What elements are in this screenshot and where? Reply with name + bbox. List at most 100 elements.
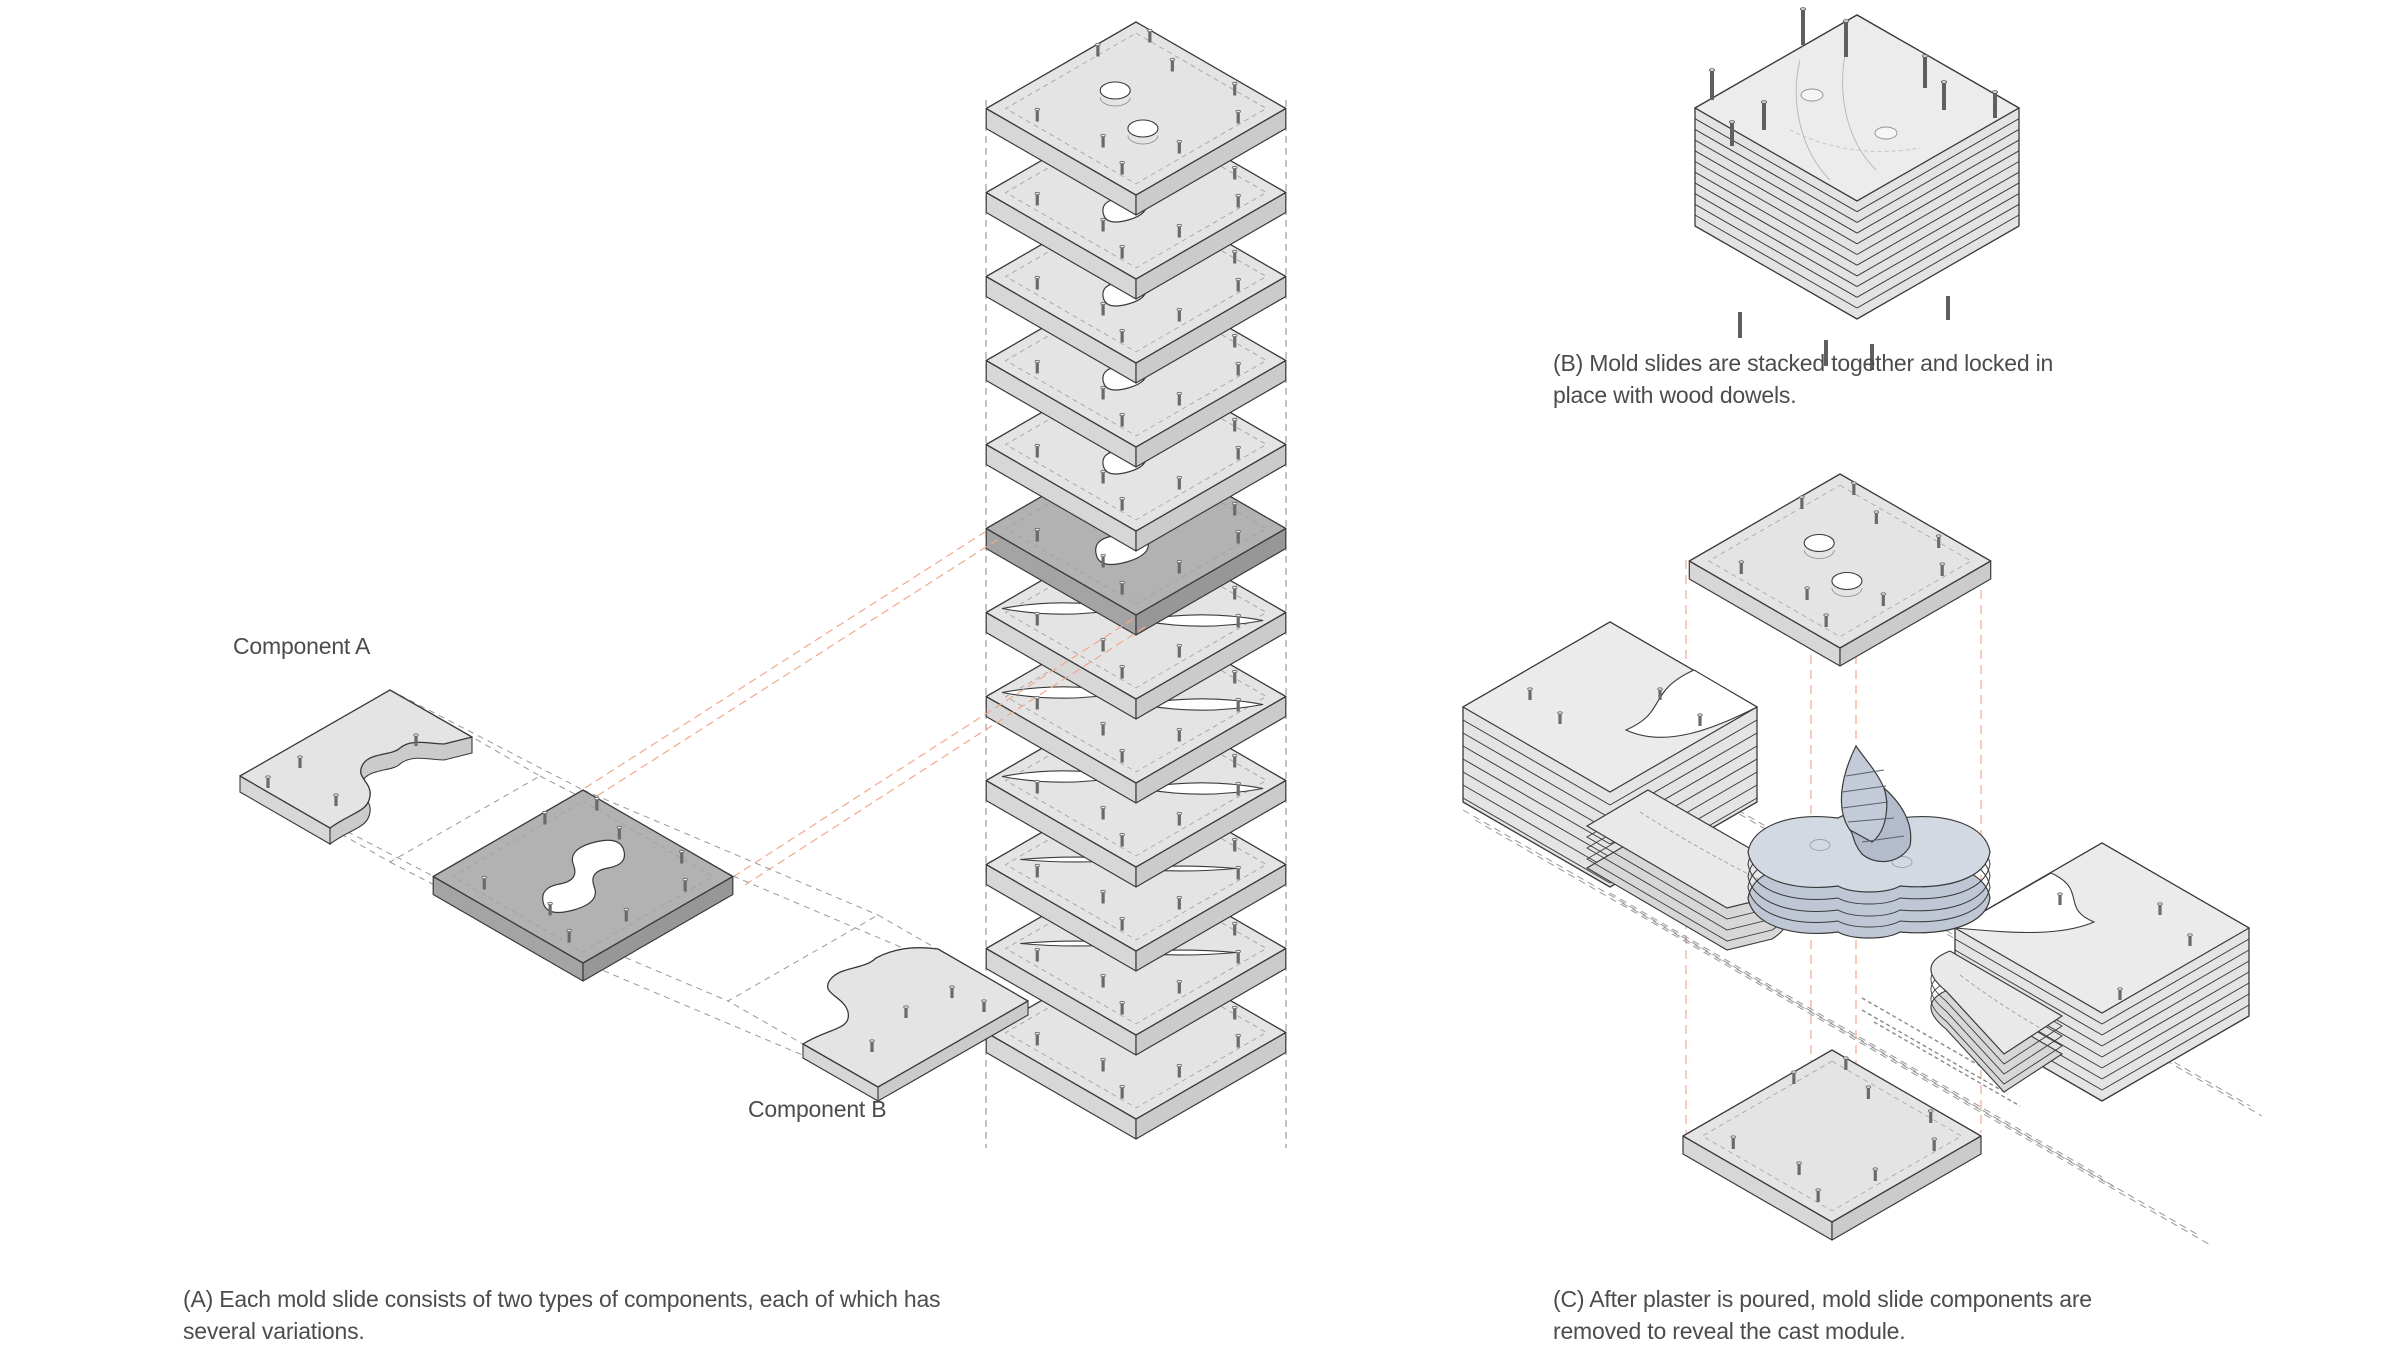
layer-line bbox=[1856, 150, 2020, 245]
layer-line bbox=[2101, 960, 2250, 1047]
cast-fin-layer-line bbox=[1841, 801, 1889, 809]
dowel-peg-top bbox=[1232, 585, 1238, 590]
dowel-peg-top bbox=[297, 755, 303, 759]
dowel-peg-top bbox=[1232, 669, 1238, 674]
pour-hole bbox=[1099, 81, 1131, 100]
layer-line bbox=[1856, 203, 2020, 298]
dowel-peg-top bbox=[1119, 832, 1125, 837]
layer-line bbox=[2101, 982, 2250, 1069]
dowel-peg-top bbox=[542, 810, 548, 815]
dowel-peg-top bbox=[1657, 687, 1663, 691]
component-b bbox=[802, 947, 1029, 1102]
figure-a-caption: (A) Each mold slide consists of two type… bbox=[183, 1286, 941, 1344]
dowel-peg-top bbox=[1235, 361, 1241, 366]
dowel-peg-top bbox=[1176, 307, 1183, 312]
dowel-peg-top bbox=[1232, 501, 1238, 506]
dowel-peg-top bbox=[1034, 275, 1040, 280]
dowel-peg-top bbox=[1873, 510, 1880, 514]
projection-line bbox=[389, 689, 584, 791]
dowel-peg-top bbox=[1034, 527, 1040, 532]
layer-line bbox=[2101, 938, 2250, 1025]
hidden-edge-outline bbox=[1004, 872, 1268, 1025]
layer-line bbox=[1954, 938, 2103, 1025]
hidden-edge-outline bbox=[1004, 788, 1268, 941]
cast-fin-layer-line bbox=[1841, 785, 1887, 793]
dowel-peg-top bbox=[1176, 895, 1183, 900]
dowel-peg-top bbox=[547, 901, 553, 906]
component-b-label: Component B bbox=[748, 1096, 887, 1122]
layer-line bbox=[1694, 128, 1858, 223]
dowel-peg-top bbox=[566, 928, 572, 933]
layer-line bbox=[1462, 758, 1611, 845]
wood-dowel-top bbox=[1842, 19, 1850, 23]
layer-line bbox=[1856, 182, 2020, 277]
cast-fin-layer-line bbox=[1861, 835, 1905, 843]
dowel-peg-top bbox=[1235, 109, 1241, 114]
figure-c-caption: (C) After plaster is poured, mold slide … bbox=[1553, 1286, 2092, 1344]
dowel-peg-top bbox=[1235, 1033, 1241, 1038]
dowel-peg-top bbox=[1176, 223, 1183, 228]
dowel-peg-top bbox=[1815, 1188, 1821, 1192]
dowel-peg-top bbox=[1235, 949, 1241, 954]
mold-half-left bbox=[1461, 621, 1788, 951]
layer-line bbox=[1694, 118, 1858, 213]
dowel-peg-top bbox=[1232, 921, 1238, 926]
layer-line bbox=[1462, 745, 1611, 832]
figure-b bbox=[1693, 7, 2021, 370]
dowel-peg-top bbox=[1119, 496, 1125, 501]
projection-line bbox=[582, 789, 879, 916]
dowel-peg-top bbox=[1232, 837, 1238, 842]
dowel-peg-top bbox=[1176, 811, 1183, 816]
component-a-label: Component A bbox=[233, 633, 371, 659]
dowel-peg-top bbox=[1100, 469, 1106, 474]
cast-fin-front bbox=[1840, 744, 1888, 843]
dowel-peg-top bbox=[1799, 495, 1805, 499]
layer-line bbox=[1856, 161, 2020, 255]
dowel-peg-top bbox=[1851, 481, 1857, 485]
wood-dowel-top bbox=[1799, 7, 1807, 11]
dowel-peg-top bbox=[1176, 979, 1183, 984]
wood-dowel-top bbox=[1708, 68, 1716, 72]
dowel-peg-top bbox=[1100, 553, 1106, 558]
dowel-peg-top bbox=[1176, 391, 1183, 396]
cast-module bbox=[1747, 744, 1991, 939]
dowel-peg-top bbox=[1100, 889, 1106, 894]
dowel-peg-top bbox=[481, 875, 487, 880]
dowel-peg-top bbox=[1232, 249, 1238, 254]
plate-top-face bbox=[1688, 473, 1992, 649]
dowel-peg-top bbox=[2057, 892, 2063, 896]
dowel-peg-top bbox=[1232, 417, 1238, 422]
dowel-peg-top bbox=[1796, 1161, 1802, 1165]
component-a-top-face bbox=[239, 689, 473, 829]
dowel-peg-top bbox=[1034, 1031, 1040, 1036]
dowel-peg-top bbox=[1119, 1084, 1125, 1089]
pull-direction-line bbox=[1462, 809, 2201, 1237]
dowel-peg-top bbox=[1176, 559, 1183, 564]
figure-b-caption: (B) Mold slides are stacked together and… bbox=[1553, 350, 2054, 408]
pour-hole-depth bbox=[1099, 97, 1131, 107]
dowel-peg-top bbox=[1235, 865, 1241, 870]
demold-bottom-plate bbox=[1682, 1049, 1982, 1241]
hidden-edge-outline bbox=[1004, 956, 1268, 1109]
layer-line bbox=[1694, 214, 1858, 309]
layer-line bbox=[1694, 182, 1858, 277]
dowel-peg-top bbox=[1232, 333, 1238, 338]
dowel-peg-top bbox=[1823, 613, 1829, 617]
layer-line bbox=[1856, 128, 2020, 223]
dowel-peg-top bbox=[1034, 359, 1040, 364]
dowel-peg-top bbox=[1100, 973, 1106, 978]
dowel-peg-top bbox=[1557, 711, 1563, 715]
exploded-stack bbox=[985, 21, 1287, 1148]
hidden-edge-outline bbox=[1708, 484, 1972, 638]
hidden-edge-outline bbox=[451, 800, 715, 953]
dowel-peg-top bbox=[1791, 1070, 1797, 1074]
dowel-peg-top bbox=[265, 775, 271, 779]
dowel-peg-top bbox=[1034, 947, 1040, 952]
pour-hole-depth bbox=[1831, 587, 1863, 597]
pour-hole-depth bbox=[1127, 135, 1159, 145]
dowel-peg-top bbox=[1936, 534, 1942, 538]
dowel-peg-top bbox=[1176, 475, 1183, 480]
dowel-peg-top bbox=[1738, 560, 1744, 564]
